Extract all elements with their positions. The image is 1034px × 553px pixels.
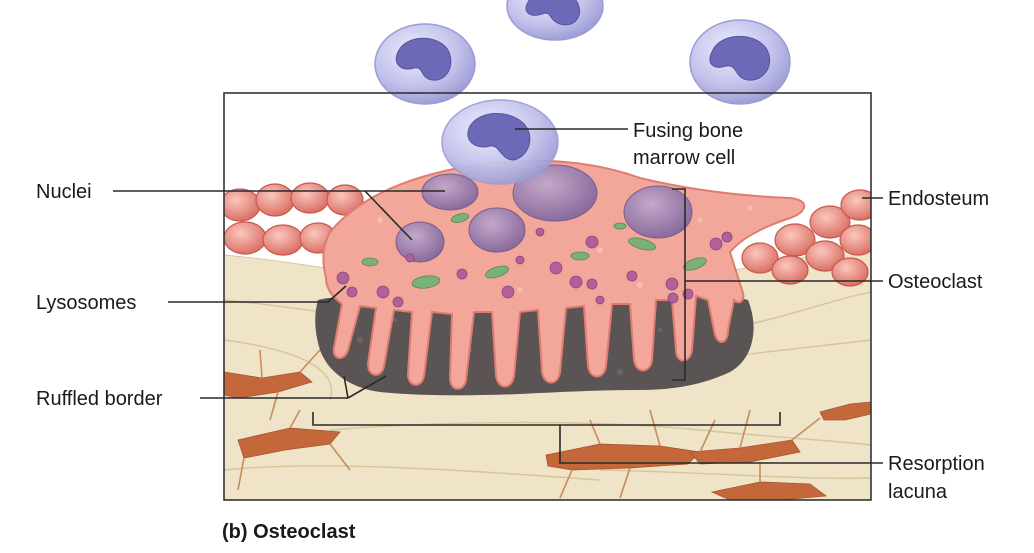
label-ruffled-border: Ruffled border — [36, 388, 163, 410]
labels: Fusing bone marrow cell Nuclei Endosteum… — [36, 120, 989, 543]
fusing-marrow-cell — [441, 99, 559, 185]
leader-lines — [113, 128, 883, 464]
label-fusing-bone-marrow-cell-line2: marrow cell — [633, 147, 735, 169]
label-lysosomes: Lysosomes — [36, 292, 136, 314]
frame-contents — [224, 93, 871, 500]
endosteum-cells-left — [224, 182, 364, 256]
label-resorption-lacuna-line2: lacuna — [888, 481, 948, 503]
mitochondria — [361, 213, 707, 289]
endosteum-cells-right — [741, 189, 871, 287]
label-fusing-bone-marrow-cell-line1: Fusing bone — [633, 120, 743, 142]
osteoclast-nuclei — [395, 164, 693, 263]
marrow-cell-left — [374, 23, 476, 105]
marrow-cell-top — [506, 0, 604, 41]
label-resorption-lacuna-line1: Resorption — [888, 453, 985, 475]
label-nuclei: Nuclei — [36, 181, 92, 203]
label-endosteum: Endosteum — [888, 188, 989, 210]
marrow-cells-above — [374, 0, 791, 105]
marrow-cell-right — [689, 19, 791, 105]
frame-border — [223, 92, 872, 501]
osteocytes — [224, 371, 871, 500]
figure-caption: (b) Osteoclast — [222, 521, 356, 543]
label-osteoclast: Osteoclast — [888, 271, 983, 293]
